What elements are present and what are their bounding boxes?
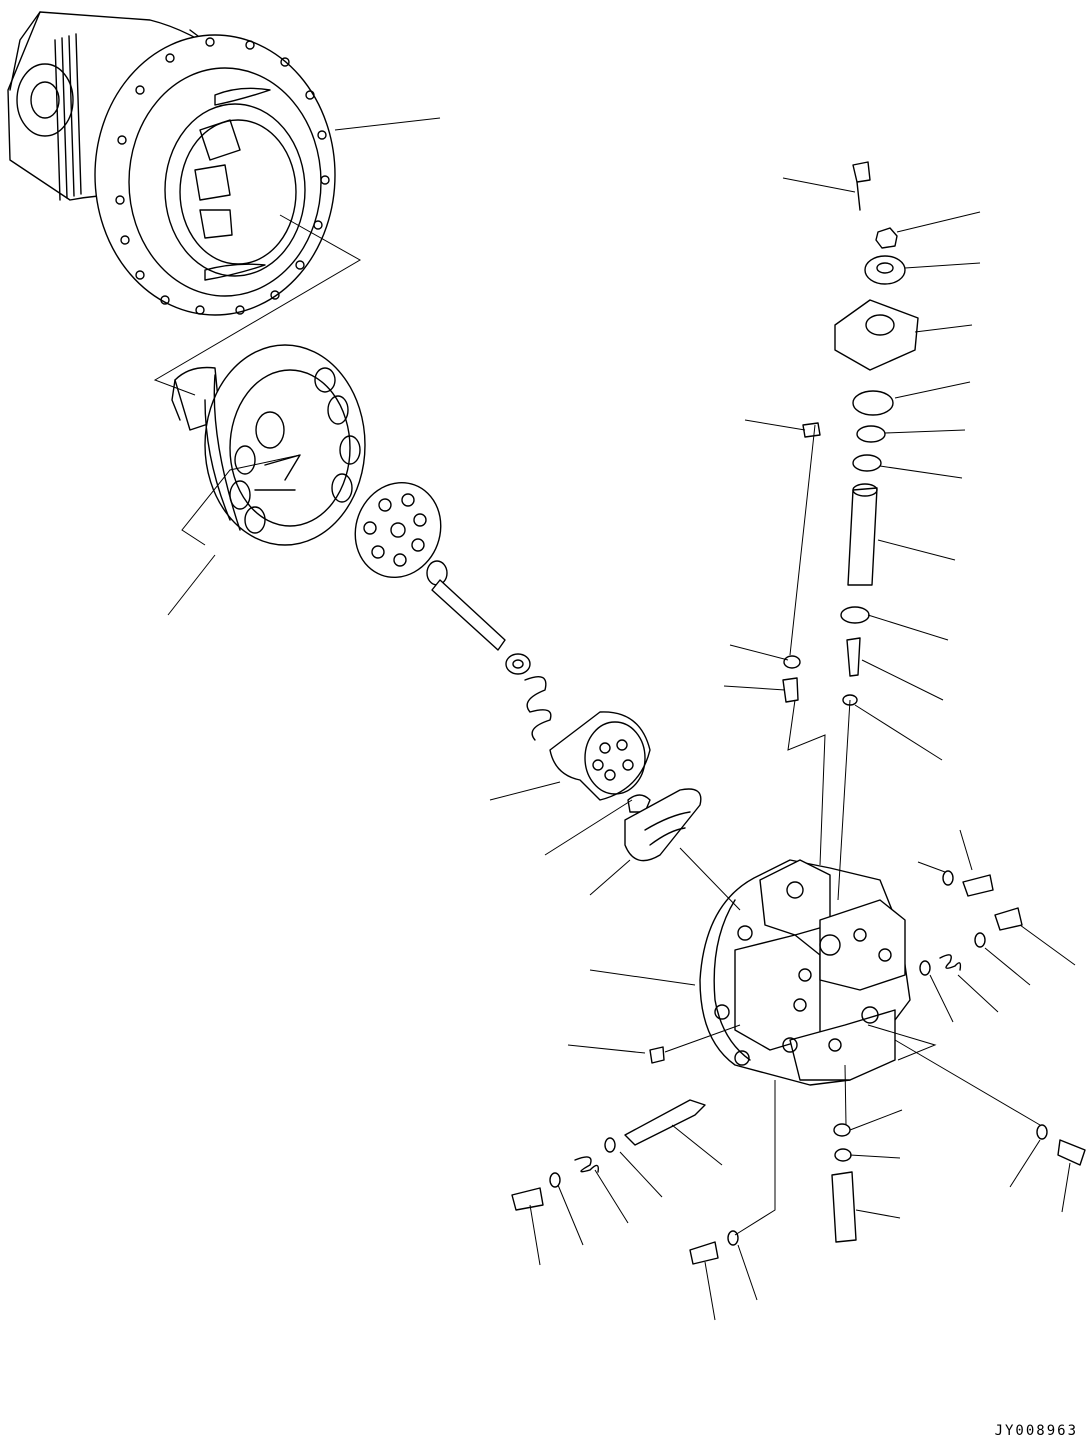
small-parts [511,870,1086,1265]
valve-stack [782,161,919,706]
motor-housing [7,11,336,316]
cylinder-block [171,344,366,546]
leader-lines [153,117,1076,1321]
valve-plate [354,481,442,579]
drawing-reference-code: JY008963 [994,1423,1078,1439]
valve-housing [699,859,911,1086]
shaft-assembly [426,560,702,862]
